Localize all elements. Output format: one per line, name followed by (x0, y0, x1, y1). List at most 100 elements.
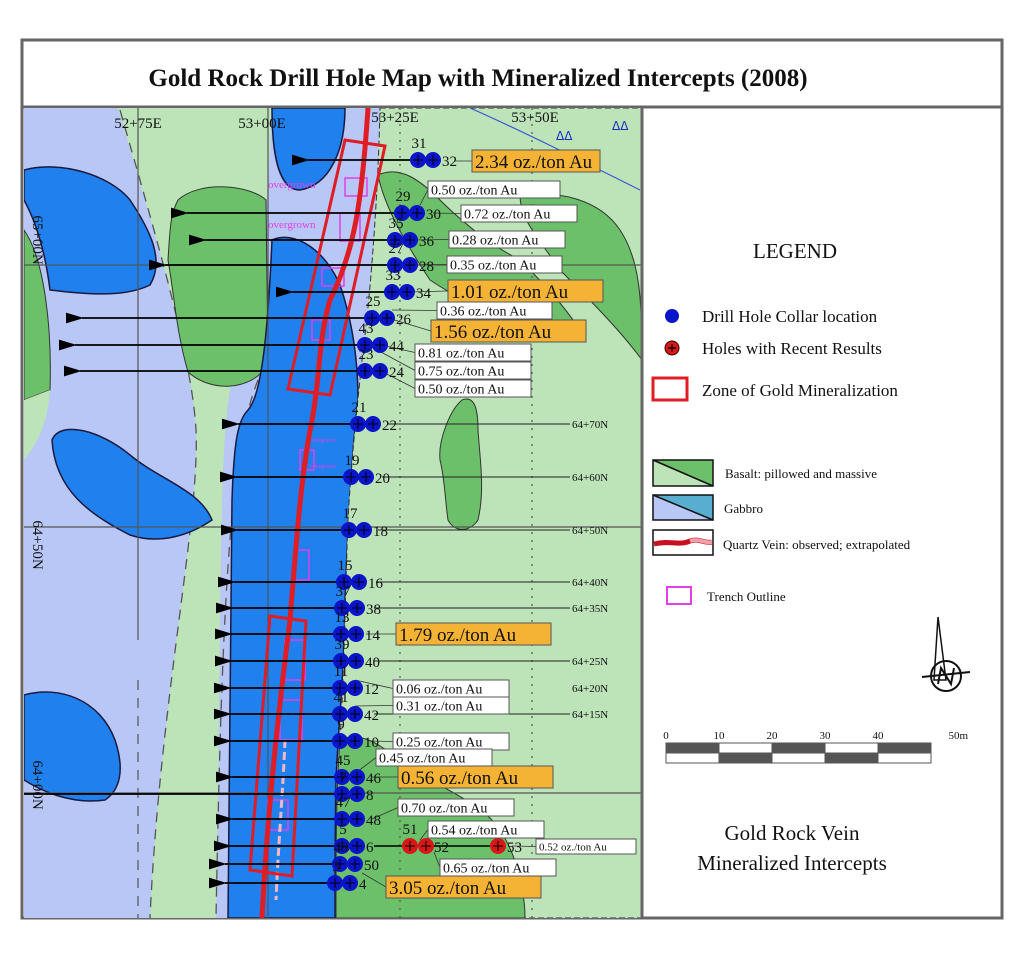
crosshair-icon (413, 155, 423, 165)
assay-value: 0.31 oz./ton Au (396, 700, 482, 715)
mineralization-zone (286, 138, 387, 397)
hole-id-right: 14 (365, 628, 381, 644)
map-title: Gold Rock Drill Hole Map with Mineralize… (148, 65, 807, 92)
crosshair-icon (387, 287, 397, 297)
northing-label-right: 64+35N (572, 603, 608, 615)
legend-basalt: Basalt: pillowed and massive (725, 466, 877, 481)
hole-id-left: 31 (412, 136, 427, 152)
assay-value: 0.50 oz./ton Au (431, 184, 517, 199)
hole-id-right: 42 (364, 708, 379, 724)
hole-id-right: 10 (364, 735, 379, 751)
assay-value: 0.65 oz./ton Au (443, 862, 529, 877)
hole-id-left: 27 (389, 241, 405, 257)
hole-id-right: 32 (442, 154, 457, 170)
assay-box (414, 343, 532, 362)
assay-value: 3.05 oz./ton Au (389, 878, 507, 899)
assay-box (427, 180, 561, 199)
legend-zone: Zone of Gold Mineralization (702, 381, 898, 400)
assay-value: 1.56 oz./ton Au (434, 322, 552, 343)
easting-label: 52+75E (114, 116, 162, 132)
crosshair-icon (330, 878, 340, 888)
assay-box (427, 820, 545, 839)
assay-value: 0.06 oz./ton Au (396, 683, 482, 698)
hole-id-right: 22 (382, 418, 397, 434)
assay-box-highlight (385, 875, 542, 899)
scale-segment (718, 742, 773, 754)
crosshair-icon (350, 709, 360, 719)
legend-subtitle-line1: Gold Rock Vein (725, 821, 860, 845)
north-arrow-icon (921, 616, 971, 692)
assay-box-highlight (471, 149, 601, 173)
legend-trench: Trench Outline (707, 589, 786, 604)
hole-id-left: 37 (336, 584, 352, 600)
hole-id-left: 15 (338, 558, 353, 574)
hole-id: 52 (434, 840, 449, 856)
northing-label: 64+00N (29, 760, 45, 809)
assay-value: 0.45 oz./ton Au (379, 752, 465, 767)
assay-leader (433, 851, 441, 868)
crosshair-icon (368, 419, 378, 429)
hole-id-right: 20 (375, 471, 390, 487)
assay-value: 1.01 oz./ton Au (451, 282, 569, 303)
crosshair-icon (397, 208, 407, 218)
assay-value: 0.54 oz./ton Au (431, 824, 517, 839)
assay-value: 0.36 oz./ton Au (440, 305, 526, 320)
hole-id-right: 16 (368, 576, 384, 592)
quartz-vein-observed (259, 108, 371, 918)
crosshair-icon (351, 656, 361, 666)
assay-box-highlight (397, 765, 554, 789)
hole-id-left: 41 (334, 690, 349, 706)
mineralization-zone (248, 614, 308, 878)
assay-leader (391, 309, 438, 311)
crosshair-icon (421, 841, 431, 851)
hole-id-left: 3 (332, 859, 340, 875)
assay-box (397, 798, 515, 817)
assay-leader (419, 829, 429, 841)
crosshair-icon (361, 472, 371, 482)
crosshair-icon (345, 878, 355, 888)
hole-id-right: 48 (366, 813, 381, 829)
assay-leader (511, 845, 537, 847)
gabbro-swatch-icon (652, 494, 714, 521)
crosshair-icon (390, 260, 400, 270)
overgrown-label: overgrown (310, 438, 336, 444)
hole-id-right: 28 (419, 259, 434, 275)
scale-segment (665, 742, 720, 754)
crosshair-icon (344, 525, 354, 535)
trench-swatch-icon (666, 586, 692, 605)
assay-leader (380, 351, 416, 371)
crosshair-icon (335, 683, 345, 693)
crosshair-icon (335, 709, 345, 719)
hole-id-right: 26 (396, 312, 412, 328)
crosshair-icon (336, 656, 346, 666)
crosshair-icon (337, 814, 347, 824)
hole-id-left: 17 (343, 506, 359, 522)
hole-id-right: 40 (365, 655, 380, 671)
crosshair-icon (337, 789, 347, 799)
assay-leader (369, 740, 394, 742)
crosshair-icon (351, 629, 361, 639)
crosshair-icon (359, 525, 369, 535)
scale-tick-label: 50m (948, 730, 968, 742)
crosshair-icon (405, 260, 415, 270)
crosshair-icon (412, 208, 422, 218)
hole-id-right: 24 (389, 365, 405, 381)
assay-leader (419, 189, 429, 206)
scale-segment (665, 752, 720, 764)
hole-id-left: 21 (352, 400, 367, 416)
legend: LEGEND Drill Hole Collar location Holes … (651, 239, 971, 875)
assay-leader (354, 679, 394, 689)
northing-label-right: 64+20N (572, 683, 608, 695)
scale-tick-label: 10 (714, 730, 726, 742)
assay-box (448, 230, 566, 249)
crosshair-icon (337, 772, 347, 782)
collar-symbol-icon (665, 309, 679, 323)
assay-value: 0.52 oz./ton Au (539, 842, 607, 854)
overgrown-label: overgrown (310, 464, 336, 470)
assay-value: 0.25 oz./ton Au (396, 736, 482, 751)
scale-segment (771, 752, 826, 764)
quartz-vein-swatch-icon (652, 529, 714, 556)
hole-id-left: 39 (335, 637, 350, 653)
